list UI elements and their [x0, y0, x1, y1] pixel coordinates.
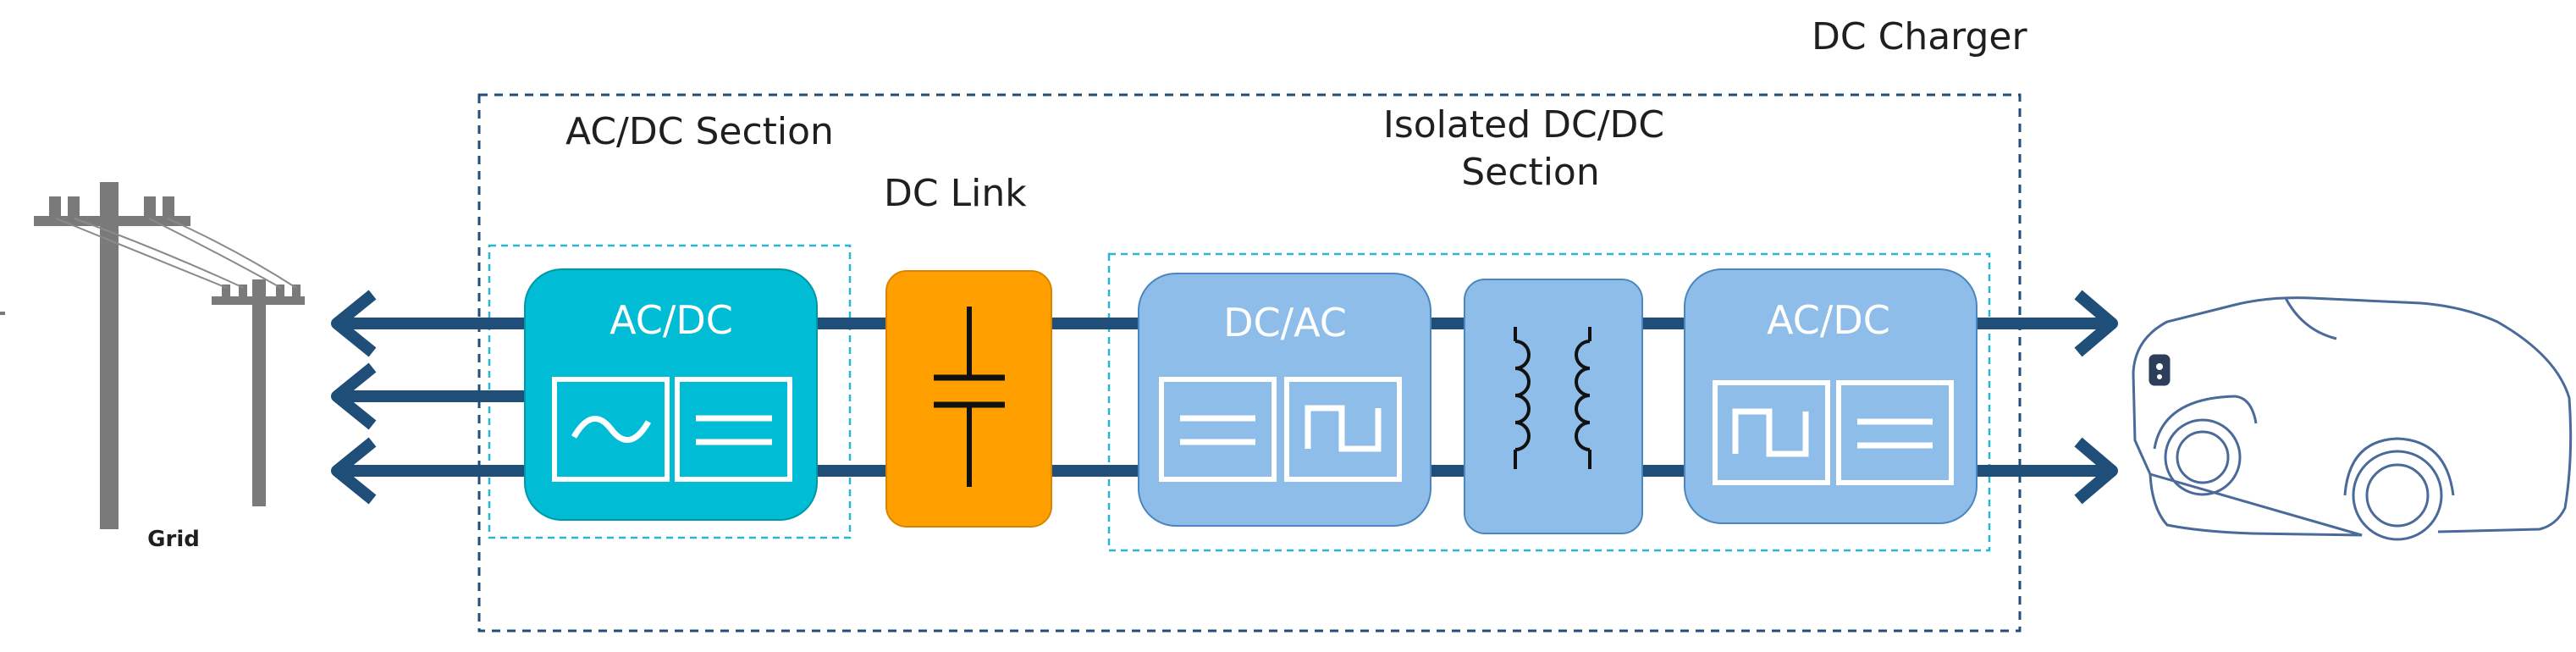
- grid-arrowheads: [331, 290, 377, 505]
- acdc-input-label: AC/DC: [610, 297, 733, 343]
- dc-symbol-icon: [1836, 380, 1954, 485]
- grid-label: Grid: [147, 527, 200, 552]
- square-wave-icon: [1713, 380, 1830, 485]
- dc-charger-boundary: [477, 93, 2022, 633]
- isolated-section-boundary: [1107, 252, 1991, 552]
- acdc-output-block: AC/DC: [1684, 268, 1978, 524]
- transformer-block: [1464, 279, 1643, 534]
- sine-wave-icon: [552, 377, 670, 482]
- acdc-section-boundary: [488, 244, 852, 539]
- acdc-output-label: AC/DC: [1767, 297, 1890, 343]
- dc-link-block: [885, 270, 1052, 528]
- power-pole-icon: [0, 182, 305, 529]
- dcac-label: DC/AC: [1223, 300, 1347, 345]
- electric-car-icon: [2132, 296, 2573, 541]
- acdc-section-label: AC/DC Section: [565, 110, 834, 153]
- dc-symbol-icon: [675, 377, 792, 482]
- transformer-icon: [1514, 327, 1591, 469]
- capacitor-icon: [934, 307, 1005, 487]
- square-wave-icon: [1284, 377, 1402, 482]
- dcac-block: DC/AC: [1138, 273, 1431, 527]
- dc-link-label: DC Link: [884, 172, 1027, 215]
- acdc-input-block: AC/DC: [524, 268, 818, 521]
- isolated-section-label-line1: Isolated DC/DC: [1383, 103, 1664, 146]
- dc-charger-label: DC Charger: [1812, 15, 2027, 58]
- isolated-section-label-line2: Section: [1461, 151, 1599, 194]
- dc-symbol-icon: [1159, 377, 1277, 482]
- vehicle-arrowheads: [2074, 290, 2118, 505]
